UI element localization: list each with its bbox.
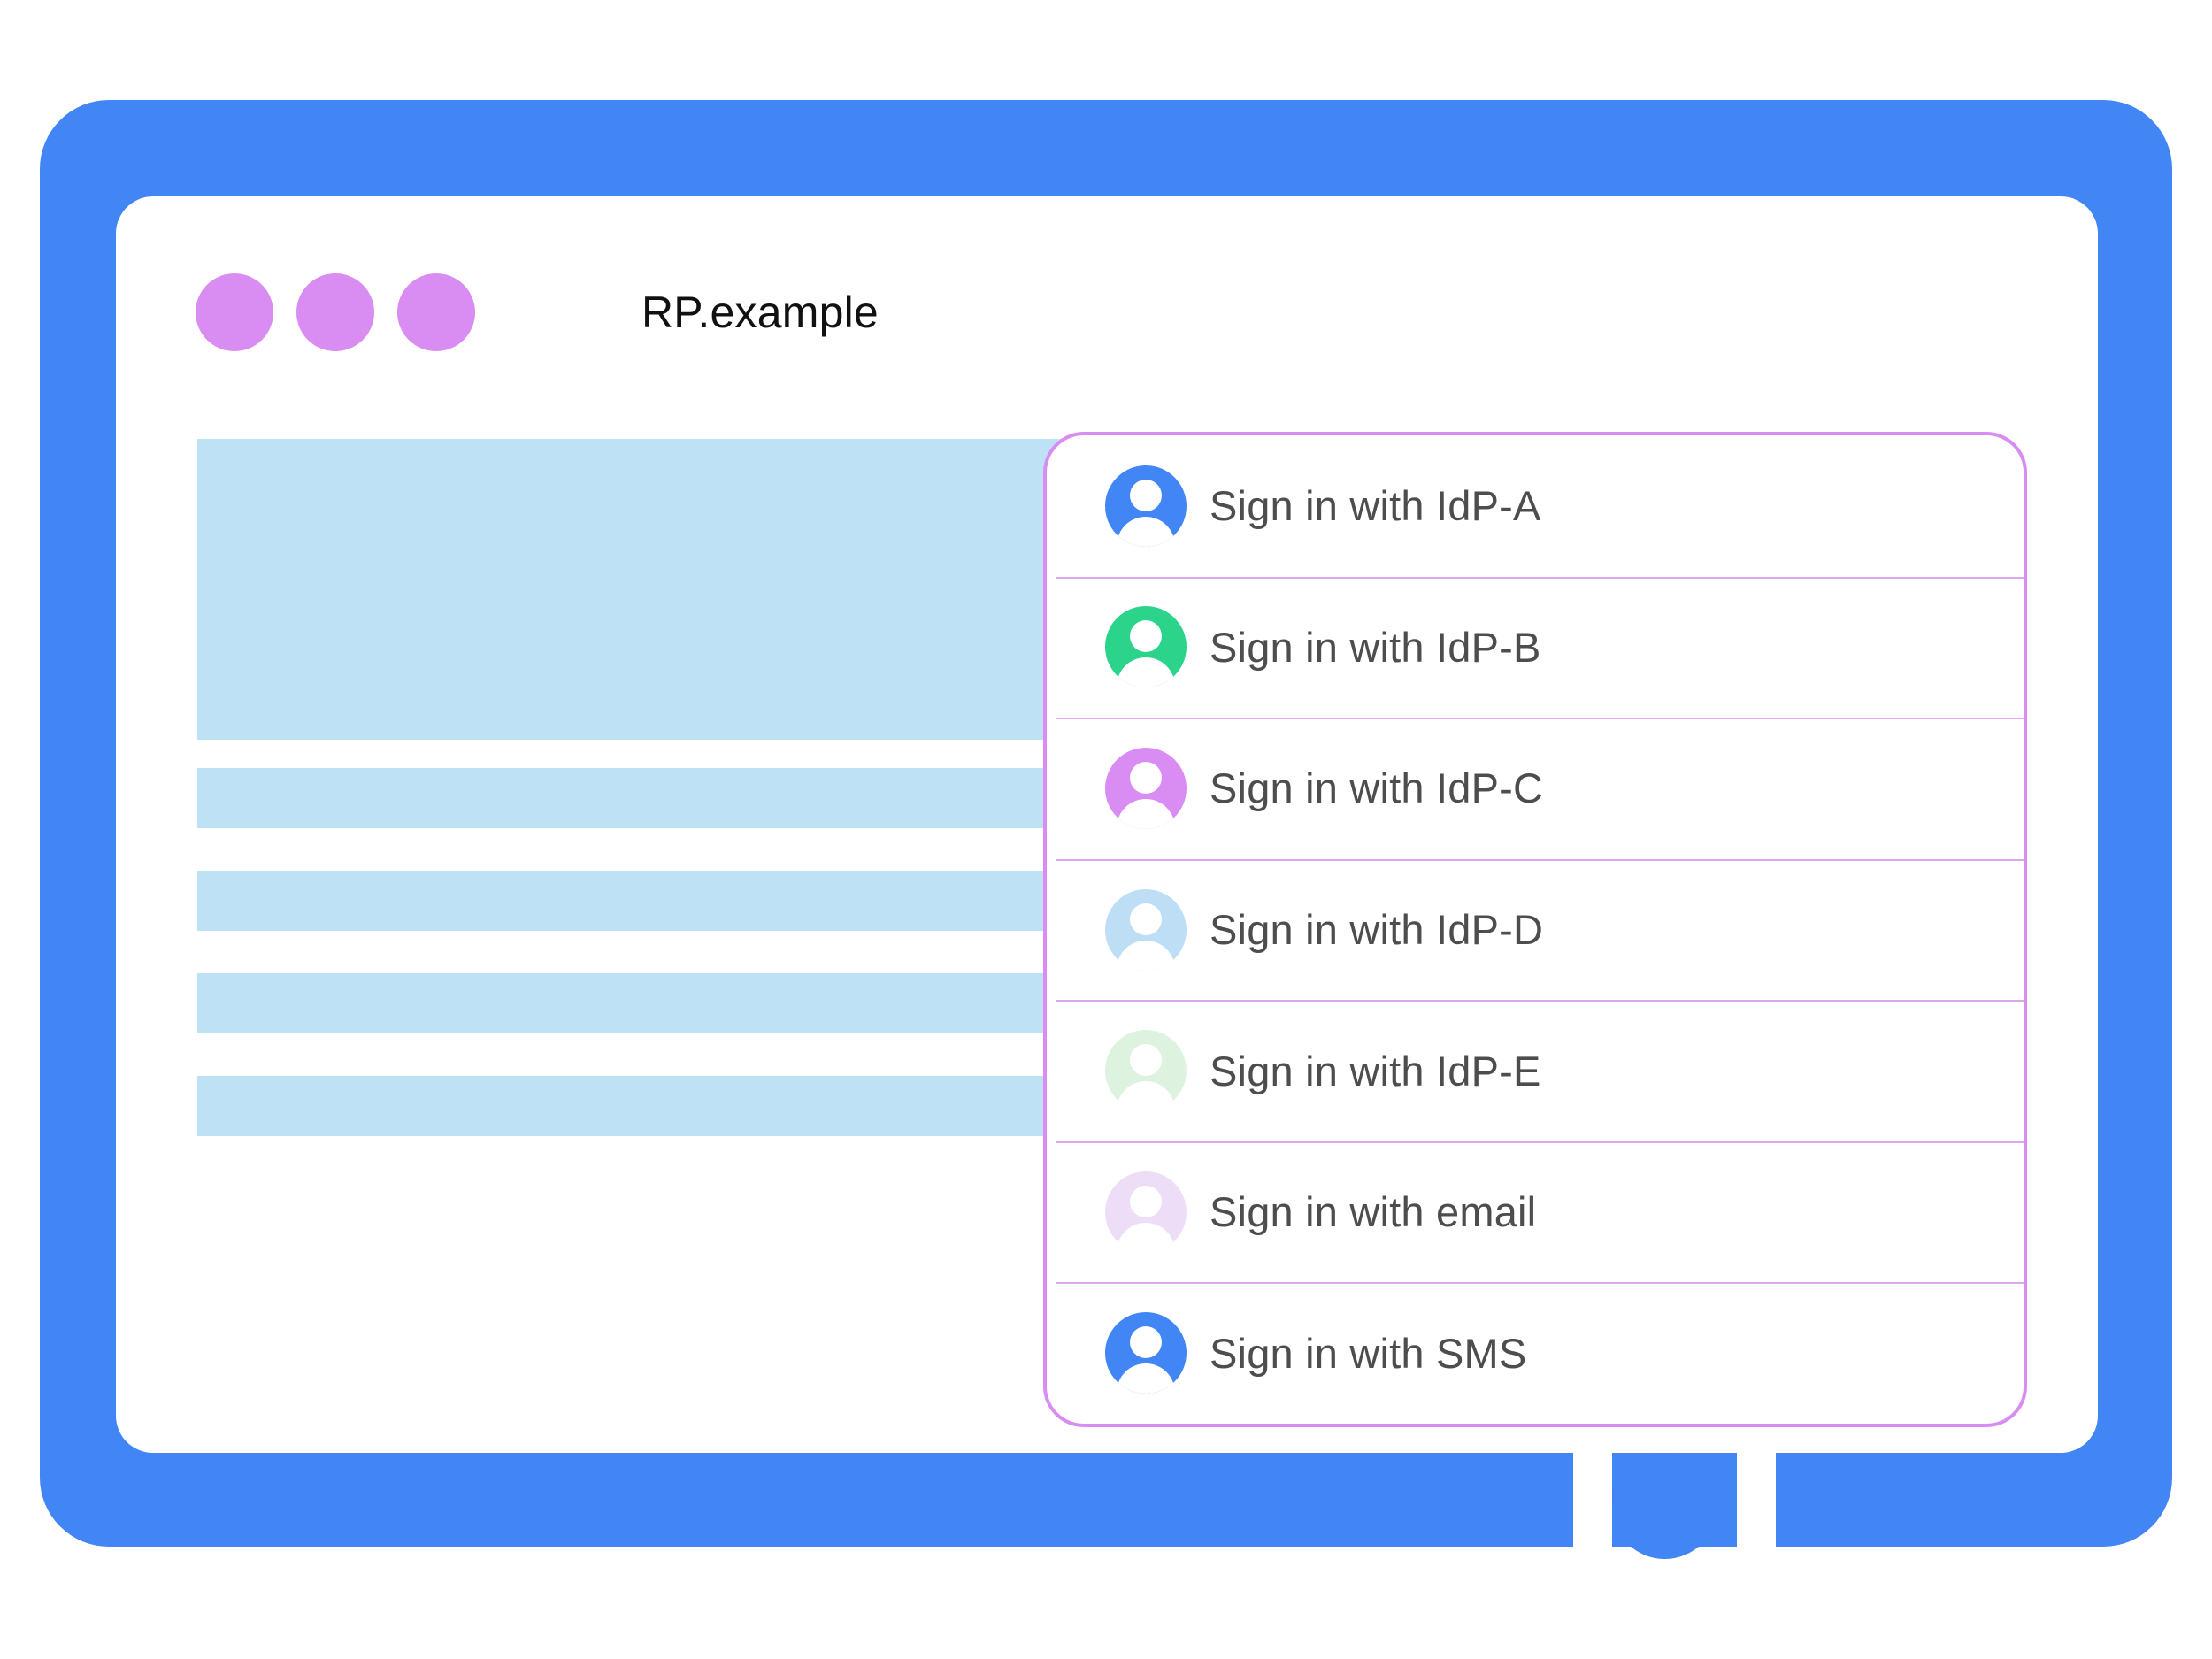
avatar-head-shape: [1130, 479, 1162, 511]
account-chooser-item[interactable]: Sign in with SMS: [1047, 1282, 2024, 1424]
text-placeholder-bar-3: [197, 973, 1169, 1033]
avatar-head-shape: [1130, 620, 1162, 653]
account-chooser-item[interactable]: Sign in with IdP-A: [1047, 435, 2024, 577]
person-avatar-icon: [1105, 1030, 1187, 1112]
avatar-body-shape: [1117, 798, 1175, 829]
text-placeholder-bar-1: [197, 768, 1169, 828]
person-avatar-icon: [1105, 606, 1187, 688]
account-chooser-item-label: Sign in with IdP-A: [1210, 482, 1541, 530]
person-avatar-icon: [1105, 465, 1187, 547]
account-chooser-item[interactable]: Sign in with IdP-E: [1047, 1000, 2024, 1141]
person-avatar-icon: [1105, 1312, 1187, 1394]
bezel-gap-left: [1573, 1451, 1612, 1575]
text-placeholder-bar-4: [197, 1076, 1169, 1136]
avatar-head-shape: [1130, 1326, 1162, 1359]
browser-titlebar: RP.example: [116, 196, 2098, 354]
account-chooser-item-label: Sign in with IdP-D: [1210, 906, 1544, 954]
avatar-body-shape: [1117, 657, 1175, 688]
page-title: RP.example: [641, 288, 879, 337]
avatar-body-shape: [1117, 940, 1175, 971]
account-chooser-item[interactable]: Sign in with IdP-D: [1047, 858, 2024, 1001]
person-avatar-icon: [1105, 1171, 1187, 1253]
avatar-body-shape: [1117, 1081, 1175, 1112]
person-avatar-icon: [1105, 747, 1187, 829]
account-chooser-panel: Sign in with IdP-A Sign in with IdP-B Sign…: [1043, 432, 2027, 1427]
avatar-body-shape: [1117, 1363, 1175, 1394]
avatar-head-shape: [1130, 1044, 1162, 1077]
avatar-body-shape: [1117, 516, 1175, 547]
window-dot-2-icon[interactable]: [296, 273, 374, 351]
account-chooser-item-label: Sign in with email: [1210, 1188, 1537, 1236]
page-content-placeholders: [197, 439, 1169, 1136]
avatar-head-shape: [1130, 761, 1162, 794]
account-chooser-item[interactable]: Sign in with IdP-C: [1047, 718, 2024, 859]
account-chooser-list: Sign in with IdP-A Sign in with IdP-B Sign…: [1047, 435, 2024, 1424]
text-placeholder-bar-2: [197, 871, 1169, 931]
account-chooser-item-label: Sign in with SMS: [1210, 1329, 1527, 1377]
avatar-head-shape: [1130, 902, 1162, 935]
person-avatar-icon: [1105, 888, 1187, 971]
account-chooser-item-label: Sign in with IdP-C: [1210, 764, 1544, 812]
avatar-body-shape: [1117, 1222, 1175, 1253]
account-chooser-item[interactable]: Sign in with email: [1047, 1141, 2024, 1283]
account-chooser-item-label: Sign in with IdP-E: [1210, 1047, 1541, 1094]
window-dot-1-icon[interactable]: [196, 273, 273, 351]
home-button[interactable]: [1612, 1454, 1717, 1559]
bezel-gap-right: [1737, 1451, 1776, 1575]
account-chooser-item[interactable]: Sign in with IdP-B: [1047, 576, 2024, 718]
window-dot-3-icon[interactable]: [397, 273, 475, 351]
avatar-head-shape: [1130, 1185, 1162, 1217]
account-chooser-item-label: Sign in with IdP-B: [1210, 623, 1541, 671]
hero-placeholder-block: [197, 439, 1169, 740]
